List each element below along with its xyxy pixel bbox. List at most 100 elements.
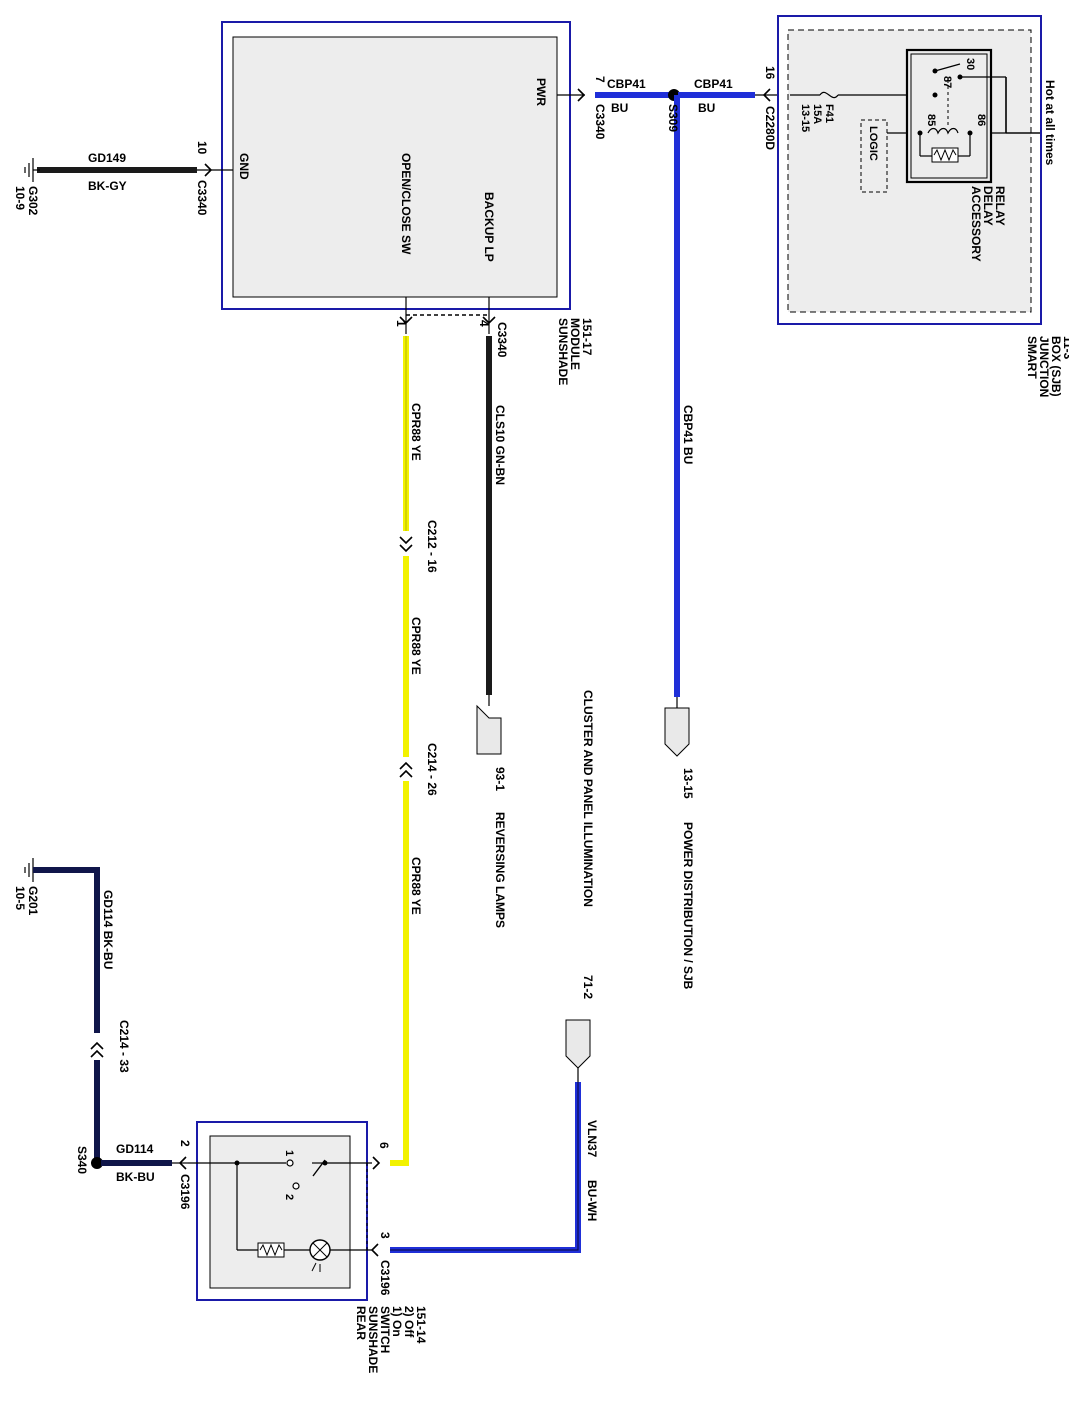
g302-ground-name: G302	[26, 186, 40, 216]
switch-position-2: 2	[283, 1194, 295, 1200]
sjb-name-1: SMART	[1025, 336, 1039, 379]
hot-at-all-times-label: Hot at all times	[1043, 80, 1057, 166]
s340-splice-name: S340	[75, 1146, 89, 1174]
sunshade-module-name: SUNSHADE	[556, 318, 570, 385]
switch-pivot-icon	[322, 1160, 328, 1166]
rear-switch-name-1: REAR	[354, 1306, 368, 1340]
fuse-rating: 15A	[811, 104, 823, 124]
backup-circuit[interactable]: 4 C3340 CLS10 GN-BN 93-1 REVERSING LAMPS	[476, 297, 509, 928]
power-distribution-ref: 13-15	[681, 768, 695, 799]
rear-switch-inner	[209, 1135, 351, 1289]
gnd-pin-number: 10	[195, 141, 209, 155]
pwr-circuit[interactable]: 7 C3340 CBP41 BU S309 CBP41 BU 16 C2280D…	[557, 66, 790, 990]
sjb-caption: SMART JUNCTION BOX (SJB) 11-3	[1025, 336, 1069, 397]
illumination-offpage-icon[interactable]	[565, 1019, 591, 1069]
sjb-pin-number: 16	[763, 66, 777, 80]
pwr-pin-label: PWR	[534, 78, 548, 106]
rear-switch-page: 151-14	[414, 1306, 428, 1344]
ground-symbol-icon	[24, 158, 40, 182]
open-close-pin-number: 1	[394, 320, 408, 327]
cpr88-wire-1-label: CPR88 YE	[409, 403, 423, 461]
s309-splice-name: S309	[666, 104, 680, 132]
sunshade-module[interactable]: PWR GND OPEN/CLOSE SW BACKUP LP SUNSHADE…	[221, 21, 594, 385]
c214-inline-label: C214 - 26	[425, 743, 439, 796]
fuse-ref: 13-15	[799, 104, 811, 132]
reversing-lamps-offpage-icon[interactable]	[476, 704, 502, 755]
lamp-icon	[309, 1239, 331, 1272]
fuse-f41-icon	[819, 91, 839, 99]
illumination-offpage-ref: 71-2	[581, 975, 595, 999]
vln37-wire[interactable]	[390, 1082, 581, 1253]
c214-33-connector-icon	[90, 1041, 104, 1058]
s340-splice[interactable]	[91, 1157, 103, 1169]
rear-sunshade-switch[interactable]: 6 1 2 REAR SUNSHADE SWITCH 1) On 2) Off …	[188, 1121, 428, 1373]
pwr-wire-2-color: BU	[698, 101, 715, 115]
pwr-pin-number: 7	[593, 76, 607, 83]
backup-lp-label: BACKUP LP	[482, 192, 496, 262]
illumination-connector-name: C3196	[378, 1260, 392, 1296]
relay-name-3: RELAY	[993, 186, 1007, 226]
switch-position-1: 1	[283, 1150, 295, 1156]
relay-pin-30: 30	[964, 58, 976, 70]
resistor-zigzag	[259, 1243, 283, 1257]
pwr-wire-1-color: BU	[611, 101, 628, 115]
rear-switch-name-3: SWITCH	[378, 1306, 392, 1353]
gnd-connector-icon	[204, 163, 213, 177]
gnd-wire-color: BK-GY	[88, 179, 127, 193]
smart-junction-box[interactable]: F41 15A 13-15 LOGIC 30 87 85 86 ACCESSOR…	[777, 15, 1069, 397]
relay-pin-86: 86	[975, 114, 987, 126]
gnd-connector-name: C3340	[195, 180, 209, 216]
rear-switch-pin-2: 2	[178, 1140, 192, 1147]
sjb-name-3: BOX (SJB)	[1049, 336, 1063, 397]
rear-switch-pin-6: 6	[377, 1142, 391, 1149]
ground-symbol-g201-icon	[24, 858, 34, 882]
gd114-wire-1[interactable]	[33, 867, 100, 1033]
gd114-wire-2-name: GD114	[116, 1142, 154, 1156]
cluster-illumination-label: CLUSTER AND PANEL ILLUMINATION	[581, 690, 595, 907]
reversing-lamps-ref: 93-1	[493, 767, 507, 791]
pwr-branch-wire-label: CBP41 BU	[681, 405, 695, 464]
c3196-connector-name: C3196	[178, 1174, 192, 1210]
vln37-wire-name: VLN37	[585, 1120, 599, 1158]
vln37-wire-color: BU-WH	[585, 1180, 599, 1221]
relay-name-1: ACCESSORY	[969, 186, 983, 262]
illumination-circuit[interactable]: CLUSTER AND PANEL ILLUMINATION 71-2 VLN3…	[370, 690, 599, 1296]
relay-pin-87: 87	[941, 76, 953, 88]
accessory-delay-relay	[905, 48, 1007, 184]
vln37-wire-core	[390, 1082, 579, 1251]
sjb-page: 11-3	[1061, 336, 1069, 360]
sunshade-module-inner	[232, 36, 558, 298]
c212-inline-connector-icon	[399, 536, 413, 553]
switch-contact-2-icon	[292, 1182, 300, 1190]
logic-label: LOGIC	[867, 126, 879, 161]
pwr-connector-name: C3340	[593, 104, 607, 140]
g201-ground-circuit[interactable]: G201 10-5 GD114 BK-BU C214 - 33 S340 GD1…	[13, 858, 192, 1210]
fuse-id: F41	[823, 104, 835, 123]
sunshade-module-name-2: MODULE	[568, 318, 582, 370]
relay-name-2: DELAY	[981, 186, 995, 226]
sjb-connector-name: C2280D	[763, 106, 777, 150]
relay-caption: ACCESSORY DELAY RELAY	[969, 186, 1007, 262]
c3196-pin3-connector-icon	[370, 1243, 379, 1257]
pwr-wire-2-name: CBP41	[694, 77, 733, 91]
open-close-circuit[interactable]: 1 CPR88 YE C212 - 16 CPR88 YE C214 - 26 …	[390, 297, 490, 1166]
power-distribution-label: POWER DISTRIBUTION / SJB	[681, 822, 695, 990]
gd114-wire-2-color: BK-BU	[116, 1170, 155, 1184]
reversing-lamps-label: REVERSING LAMPS	[493, 812, 507, 928]
rear-switch-name-2: SUNSHADE	[366, 1306, 380, 1373]
power-distribution-offpage-icon[interactable]	[664, 707, 690, 757]
sunshade-module-page: 151-17	[580, 318, 594, 356]
gnd-circuit[interactable]: 10 C3340 GD149 BK-GY G302 10-9	[13, 141, 233, 216]
gnd-wire-name: GD149	[88, 151, 126, 165]
rear-switch-on: 1) On	[390, 1306, 404, 1337]
switch-contact-1-icon	[286, 1159, 294, 1167]
cpr88-wire-2-label: CPR88 YE	[409, 617, 423, 675]
gd114-wire-1-label: GD114 BK-BU	[101, 890, 115, 969]
gnd-pin-label: GND	[237, 153, 251, 180]
g201-ground-name: G201	[26, 886, 40, 916]
sjb-name-2: JUNCTION	[1037, 336, 1051, 397]
c3196-pin6-connector-icon	[372, 1156, 381, 1170]
c3196-pin2-connector-icon	[178, 1156, 187, 1170]
backup-connector-name: C3340	[495, 322, 509, 358]
